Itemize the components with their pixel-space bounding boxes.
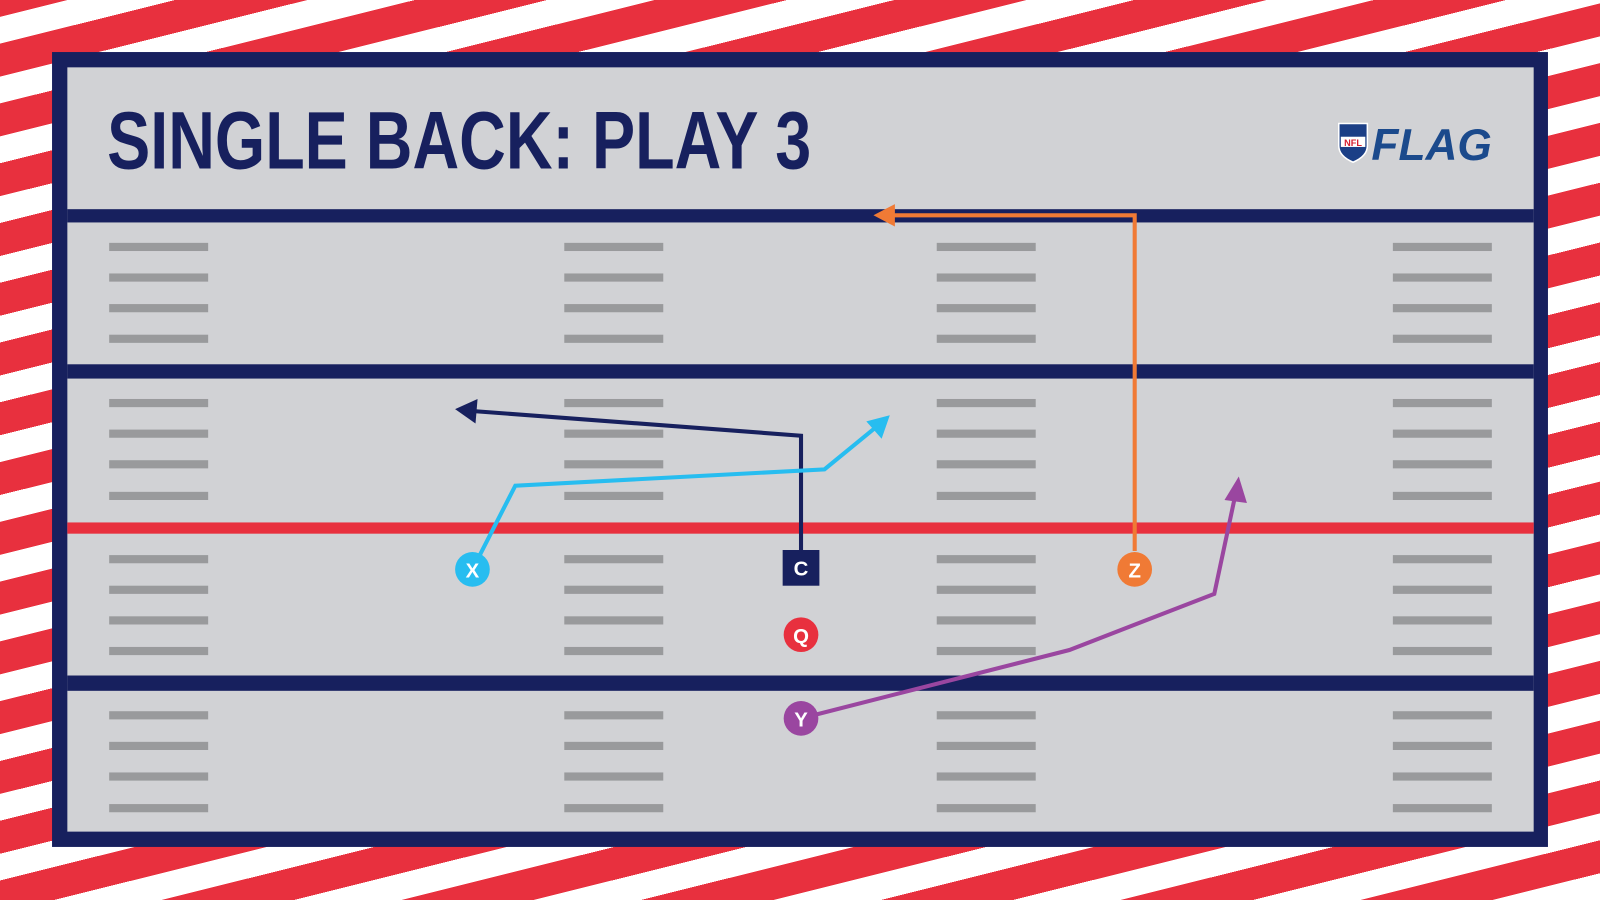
hash-mark — [109, 646, 209, 656]
hash-mark — [1392, 460, 1492, 469]
arrow-head-c — [455, 398, 478, 424]
hash-mark — [564, 646, 664, 656]
hash-mark — [564, 334, 664, 343]
hash-mark — [936, 242, 1036, 252]
hash-mark — [109, 334, 209, 343]
hash-mark — [564, 711, 664, 720]
arrow-head-y — [1224, 476, 1247, 504]
hash-mark — [564, 304, 664, 313]
hash-mark — [109, 273, 209, 282]
hash-mark — [109, 460, 209, 469]
hash-mark — [1392, 491, 1492, 500]
hash-mark — [936, 273, 1036, 282]
hash-mark — [936, 334, 1036, 343]
arrow-head-x — [866, 415, 890, 439]
hash-mark — [564, 741, 664, 750]
hash-mark — [564, 491, 664, 500]
hash-marks — [109, 242, 1492, 813]
svg-text:NFL: NFL — [1344, 138, 1362, 148]
route-x — [470, 425, 877, 571]
hash-mark — [1392, 804, 1492, 813]
hash-mark — [109, 398, 209, 408]
hash-mark — [109, 242, 209, 252]
hash-mark — [1392, 304, 1492, 313]
hash-mark — [936, 646, 1036, 656]
hash-mark — [1392, 242, 1492, 252]
yard-line — [67, 364, 1534, 379]
hash-mark — [109, 429, 209, 438]
hash-mark — [564, 804, 664, 813]
svg-text:FLAG: FLAG — [1371, 119, 1491, 170]
player-x: X — [455, 552, 490, 587]
hash-mark — [1392, 741, 1492, 750]
hash-mark — [936, 555, 1036, 564]
hash-mark — [109, 772, 209, 781]
hash-mark — [564, 585, 664, 594]
hash-mark — [564, 242, 664, 252]
hash-mark — [1392, 646, 1492, 656]
svg-text:Q: Q — [793, 626, 809, 648]
hash-mark — [564, 616, 664, 625]
hash-mark — [109, 711, 209, 720]
route-z — [892, 213, 1137, 552]
player-z: Z — [1117, 552, 1153, 587]
hash-mark — [109, 616, 209, 625]
hash-mark — [936, 304, 1036, 313]
hash-mark — [109, 804, 209, 813]
svg-text:Y: Y — [794, 710, 808, 732]
hash-mark — [564, 555, 664, 564]
hash-mark — [1392, 616, 1492, 625]
route-y — [800, 497, 1237, 721]
hash-mark — [1392, 555, 1492, 564]
hash-mark — [1392, 273, 1492, 282]
hash-mark — [936, 711, 1036, 720]
hash-mark — [1392, 585, 1492, 594]
hash-mark — [936, 741, 1036, 750]
hash-mark — [109, 555, 209, 564]
player-q: Q — [783, 617, 819, 653]
hash-mark — [1392, 398, 1492, 408]
hash-mark — [1392, 772, 1492, 781]
hash-mark — [936, 804, 1036, 813]
yard-line — [67, 675, 1534, 691]
hash-mark — [936, 585, 1036, 594]
hash-mark — [109, 304, 209, 313]
player-y: Y — [783, 701, 819, 736]
route-c — [475, 409, 804, 552]
hash-mark — [109, 585, 209, 594]
arrow-head-z — [873, 204, 895, 227]
hash-mark — [936, 460, 1036, 469]
hash-mark — [936, 429, 1036, 438]
hash-mark — [936, 772, 1036, 781]
hash-mark — [564, 460, 664, 469]
hash-mark — [564, 273, 664, 282]
svg-text:Z: Z — [1128, 561, 1140, 583]
svg-text:C: C — [794, 559, 809, 581]
hash-mark — [109, 741, 209, 750]
hash-mark — [936, 491, 1036, 500]
hash-mark — [109, 491, 209, 500]
header-divider — [67, 209, 1534, 223]
svg-text:X: X — [466, 561, 480, 583]
hash-mark — [1392, 429, 1492, 438]
hash-mark — [564, 772, 664, 781]
page-title: SINGLE BACK: PLAY 3 — [107, 95, 811, 186]
player-c: C — [782, 550, 820, 586]
hash-mark — [936, 398, 1036, 408]
hash-mark — [564, 429, 664, 438]
hash-mark — [936, 616, 1036, 625]
nfl-flag-logo: NFL FLAG — [1338, 119, 1492, 170]
hash-mark — [1392, 334, 1492, 343]
hash-mark — [1392, 711, 1492, 720]
hash-mark — [564, 398, 664, 408]
